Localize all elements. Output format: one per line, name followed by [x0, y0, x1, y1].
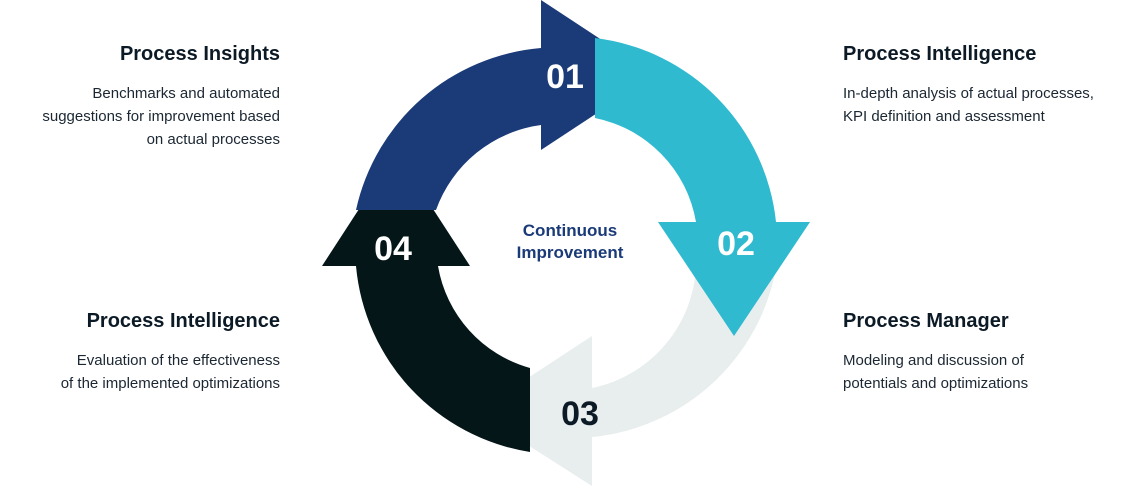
- arrow-04: [322, 152, 530, 452]
- block-title: Process Intelligence: [86, 310, 280, 332]
- step-number-04: 04: [374, 230, 412, 268]
- block-process-insights: Process Insights Benchmarks and automate…: [0, 42, 280, 151]
- block-description: Evaluation of the effectiveness of the i…: [60, 352, 280, 392]
- arrow-01: [356, 0, 655, 210]
- block-description: Benchmarks and automated suggestions for…: [42, 85, 280, 148]
- step-number-01: 01: [546, 58, 584, 96]
- block-process-intelligence-evaluation: Process Intelligence Evaluation of the e…: [0, 309, 280, 395]
- block-description: Modeling and discussion of potentials an…: [843, 352, 1029, 392]
- block-process-manager: Process Manager Modeling and discussion …: [843, 309, 1133, 395]
- block-description: In-depth analysis of actual processes, K…: [843, 85, 1094, 125]
- step-number-02: 02: [717, 225, 755, 263]
- arrow-03: [476, 255, 778, 486]
- center-label-line2: Improvement: [517, 243, 624, 262]
- block-process-intelligence-analysis: Process Intelligence In-depth analysis o…: [843, 42, 1133, 128]
- block-title: Process Intelligence: [843, 43, 1037, 65]
- block-title: Process Insights: [119, 43, 280, 65]
- center-label-line1: Continuous: [523, 221, 617, 240]
- step-number-03: 03: [561, 395, 599, 433]
- arrow-02: [595, 38, 810, 336]
- block-title: Process Manager: [843, 310, 1009, 332]
